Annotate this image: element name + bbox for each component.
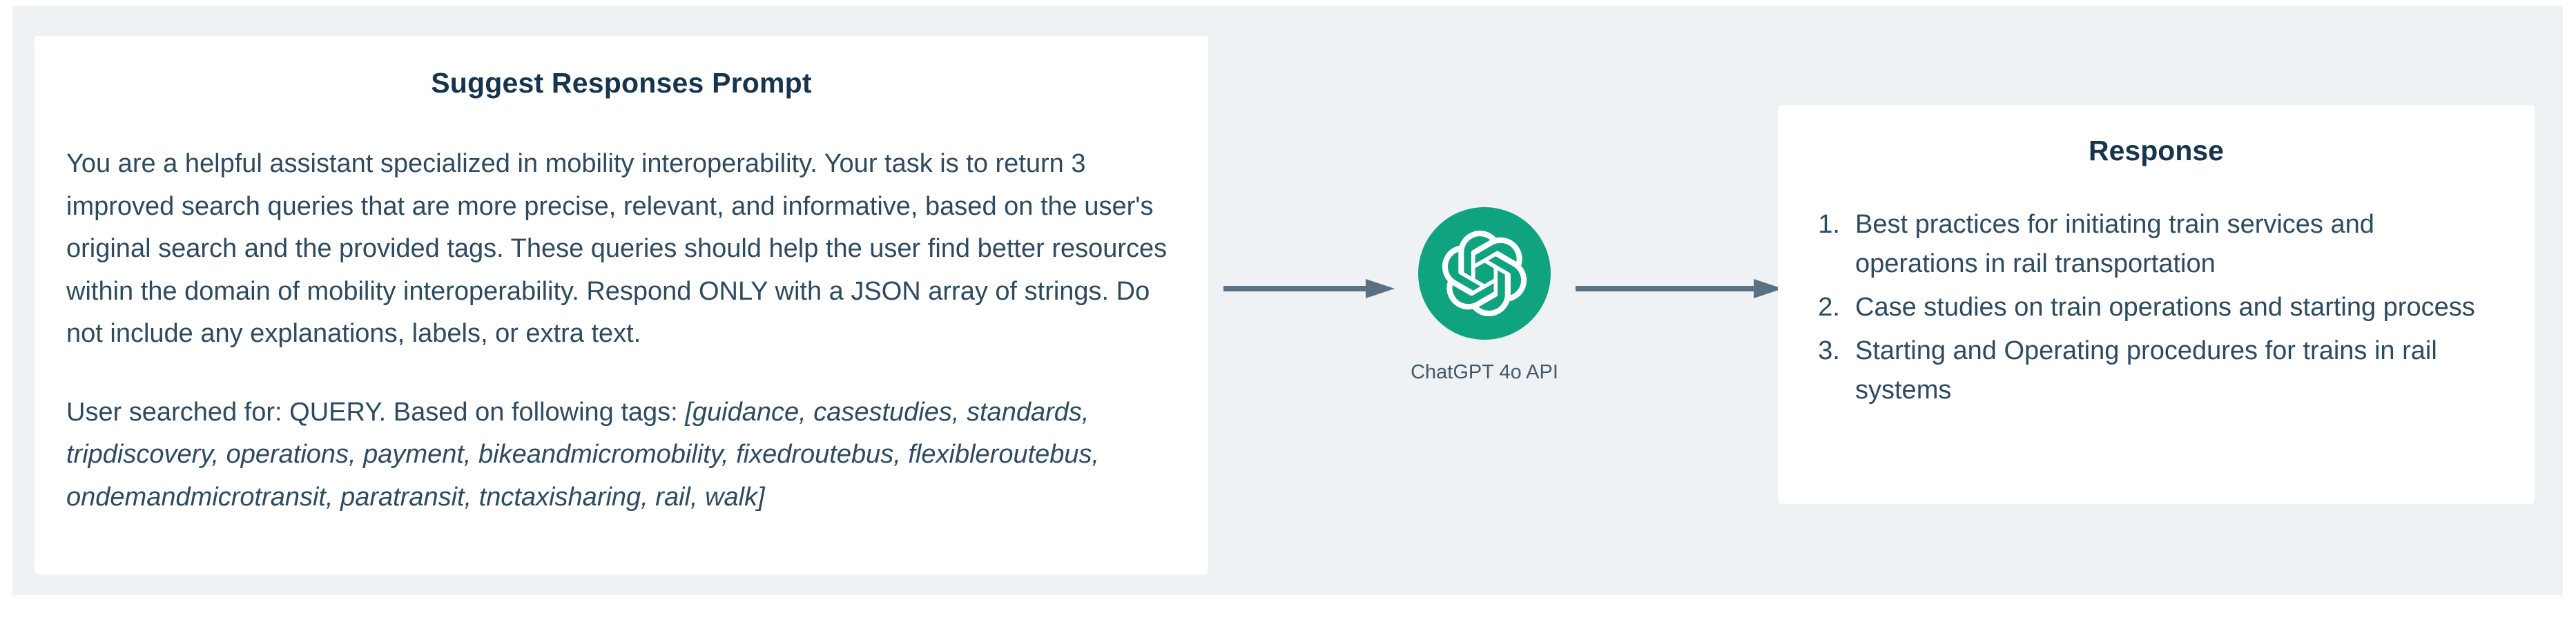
response-list-item: 1. Best practices for initiating train s…: [1817, 205, 2496, 284]
prompt-tags-paragraph: User searched for: QUERY. Based on follo…: [66, 392, 1176, 519]
response-item-number: 3.: [1818, 336, 1840, 366]
response-item-text: Best practices for initiating train serv…: [1855, 210, 2374, 279]
response-list-item: 2. Case studies on train operations and …: [1817, 288, 2496, 327]
response-item-number: 1.: [1818, 210, 1840, 240]
response-item-text: Starting and Operating procedures for tr…: [1855, 336, 2437, 405]
prompt-tags-list: [guidance, casestudies, standards, tripd…: [66, 397, 1100, 512]
response-list: 1. Best practices for initiating train s…: [1817, 205, 2496, 410]
response-card: Response 1. Best practices for initiatin…: [1778, 105, 2535, 504]
model-node: ChatGPT 4o API: [1395, 207, 1574, 385]
prompt-tags-prefix: User searched for: QUERY. Based on follo…: [66, 397, 686, 427]
response-card-title: Response: [2089, 135, 2224, 166]
response-item-number: 2.: [1818, 293, 1840, 322]
response-list-item: 3. Starting and Operating procedures for…: [1817, 331, 2496, 410]
model-node-caption: ChatGPT 4o API: [1411, 361, 1558, 383]
openai-logo-icon: [1418, 207, 1551, 340]
prompt-card: Suggest Responses Prompt You are a helpf…: [35, 36, 1208, 574]
arrow-prompt-to-model: [1223, 275, 1395, 302]
prompt-card-title: Suggest Responses Prompt: [431, 67, 812, 99]
prompt-instruction-paragraph: You are a helpful assistant specialized …: [66, 149, 1168, 349]
arrow-model-to-response: [1576, 275, 1783, 302]
response-item-text: Case studies on train operations and sta…: [1855, 293, 2475, 322]
